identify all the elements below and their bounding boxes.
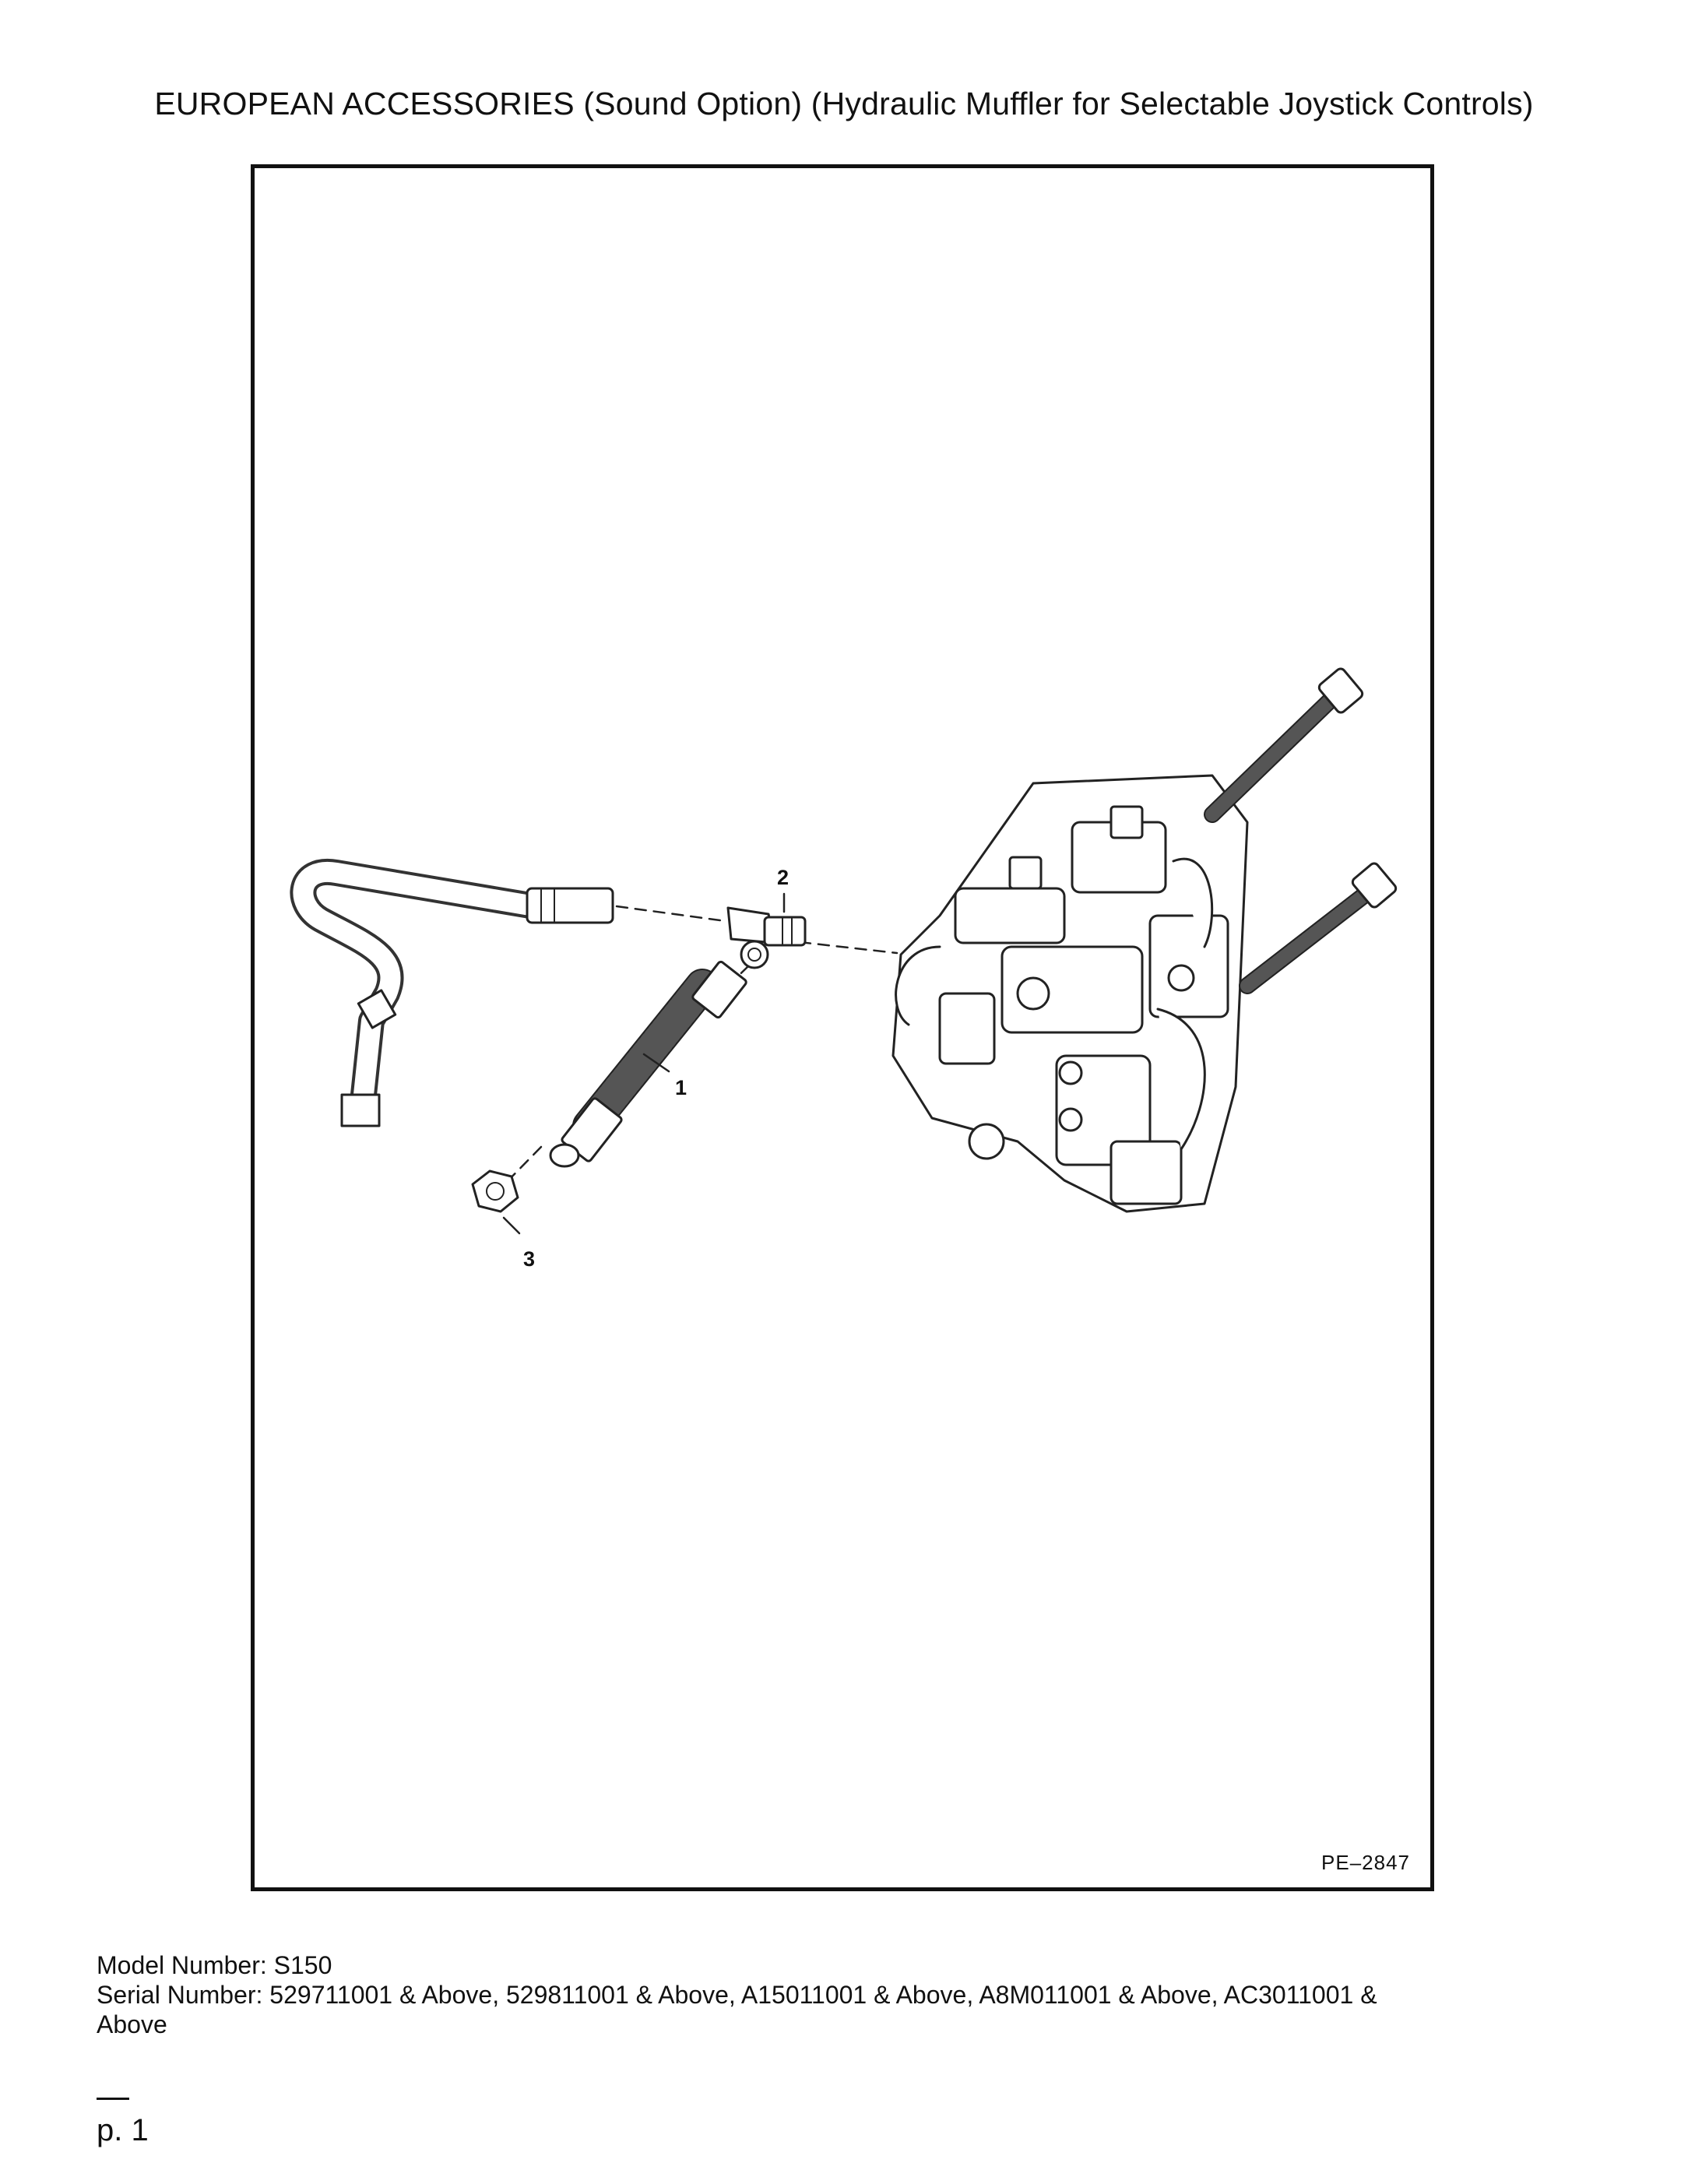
corrugated-hose (549, 960, 747, 1168)
hex-nut (471, 1169, 519, 1213)
serial-number: Serial Number: 529711001 & Above, 529811… (97, 1981, 1377, 2009)
tee-fitting (726, 906, 807, 969)
figure-code: PE–2847 (1321, 1851, 1410, 1874)
callout-2: 2 (777, 866, 789, 889)
callout-leaders (502, 892, 786, 1235)
joystick-cables (1204, 667, 1398, 994)
page-number: p. 1 (97, 2113, 149, 2147)
assembly-lines (502, 905, 899, 1187)
page-divider (97, 2098, 129, 2100)
hydraulic-tube (290, 858, 614, 1127)
parts-diagram: 2 1 3 PE–2847 (251, 164, 1434, 1891)
callout-3: 3 (523, 1247, 535, 1271)
model-number: Model Number: S150 (97, 1951, 332, 1979)
page-title: EUROPEAN ACCESSORIES (Sound Option) (Hyd… (154, 86, 1534, 121)
control-valve-assembly (891, 774, 1249, 1213)
footer-info: Model Number: S150 Serial Number: 529711… (97, 1950, 1591, 2039)
exploded-view-illustration: 2 1 3 (290, 667, 1398, 1271)
callout-1: 1 (675, 1076, 687, 1099)
serial-number-continued: Above (97, 2010, 167, 2038)
